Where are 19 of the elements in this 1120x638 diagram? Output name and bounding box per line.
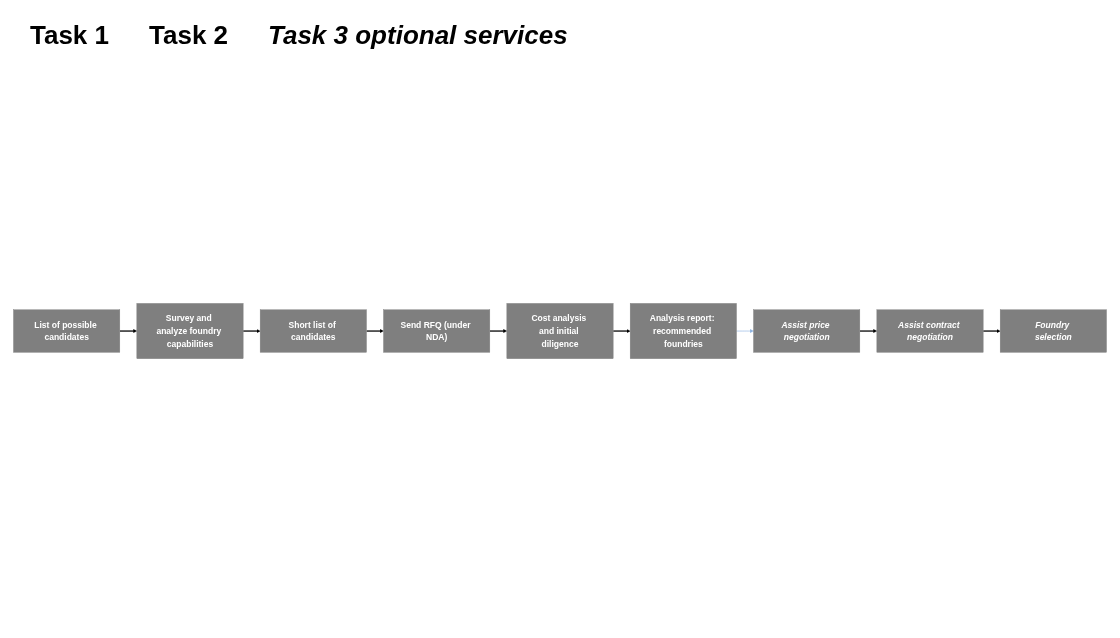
arrow <box>365 329 384 333</box>
arrow <box>489 329 507 333</box>
node-box: List of possible candidates <box>13 309 121 353</box>
node-box: Survey and analyze foundry capabilities <box>136 303 244 359</box>
task-label: Task 1 <box>30 20 109 51</box>
task-label: Task 2 <box>149 20 229 51</box>
task-label: Task 3 optional services <box>268 20 568 51</box>
node-box: Analysis report: recommended foundries <box>629 303 737 359</box>
node-box: Short list of candidates <box>259 309 367 353</box>
node-box: Assist contract negotiation <box>876 309 984 353</box>
node-box: Assist price negotiation <box>753 309 861 353</box>
arrow <box>859 329 877 333</box>
node-box: Send RFQ (under NDA) <box>383 309 491 353</box>
node-box: Cost analysis and initial diligence <box>506 303 614 359</box>
arrow <box>242 329 261 333</box>
node-box: Foundry selection <box>999 309 1107 353</box>
arrow <box>119 329 137 333</box>
arrow <box>982 329 1001 333</box>
arrow <box>612 329 631 333</box>
